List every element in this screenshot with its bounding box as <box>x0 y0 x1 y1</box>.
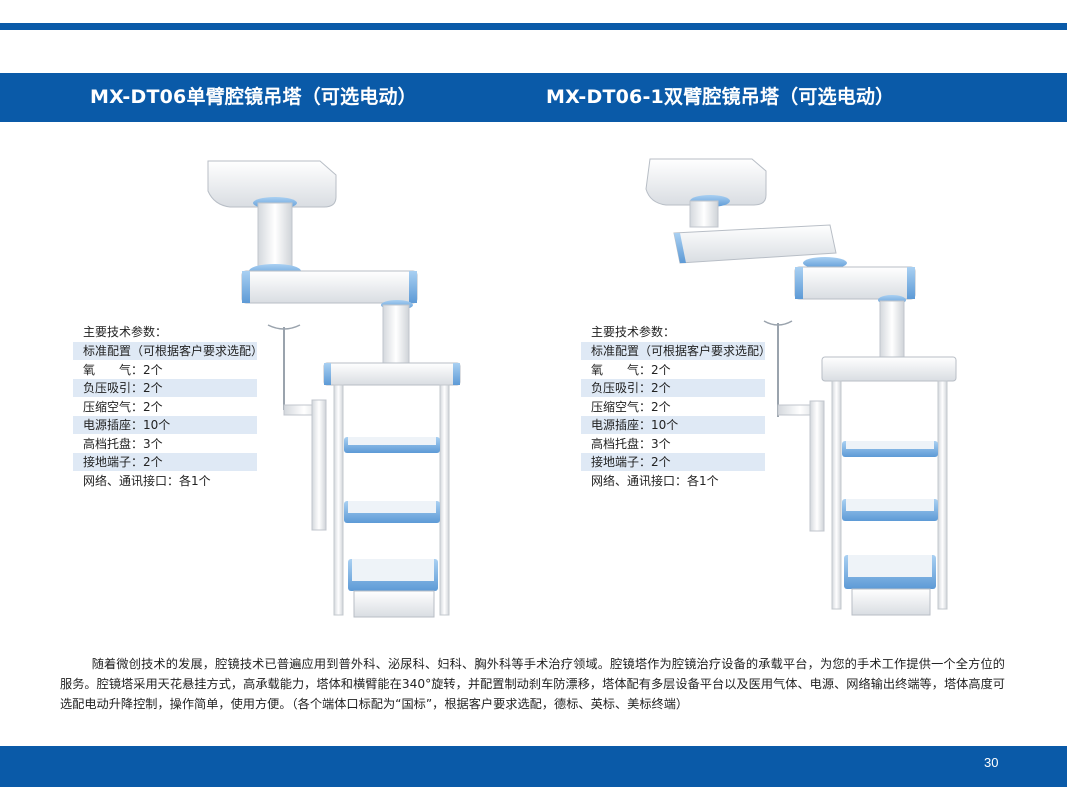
single-arm-pendant-illustration <box>207 160 461 618</box>
spec-row: 氧 气：2个 <box>591 362 671 377</box>
spec-row: 网络、通讯接口：各1个 <box>83 473 211 488</box>
single-arm-pendant-image <box>200 155 470 625</box>
product-title-single-arm: MX-DT06单臂腔镜吊塔（可选电动） <box>90 86 417 108</box>
top-stripe <box>0 23 1067 30</box>
spec-table-double-arm: 主要技术参数： 标准配置（可根据客户要求选配） 氧 气：2个 负压吸引：2个 压… <box>581 323 771 490</box>
spec-row: 电源插座：10个 <box>73 416 257 434</box>
description-paragraph: 随着微创技术的发展，腔镜技术已普遍应用到普外科、泌尿科、妇科、胸外科等手术治疗领… <box>60 657 1005 711</box>
double-arm-pendant-image <box>640 155 960 625</box>
page-number: 30 <box>984 755 999 770</box>
spec-row: 接地端子：2个 <box>73 453 257 471</box>
spec-row: 压缩空气：2个 <box>591 399 671 414</box>
spec-table-single-arm: 主要技术参数： 标准配置（可根据客户要求选配） 氧 气：2个 负压吸引：2个 压… <box>73 323 263 490</box>
spec-row: 网络、通讯接口：各1个 <box>591 473 719 488</box>
spec-row: 负压吸引：2个 <box>581 379 765 397</box>
spec-heading: 主要技术参数： <box>83 325 168 339</box>
double-arm-pendant-illustration <box>645 158 957 616</box>
spec-row: 高档托盘：3个 <box>591 436 671 451</box>
spec-row: 负压吸引：2个 <box>73 379 257 397</box>
spec-row: 接地端子：2个 <box>581 453 765 471</box>
product-description: 随着微创技术的发展，腔镜技术已普遍应用到普外科、泌尿科、妇科、胸外科等手术治疗领… <box>60 654 1005 714</box>
footer-band <box>0 746 1067 787</box>
spec-row: 氧 气：2个 <box>83 362 163 377</box>
spec-row: 高档托盘：3个 <box>83 436 163 451</box>
spec-row: 标准配置（可根据客户要求选配） <box>581 342 771 360</box>
title-band: MX-DT06单臂腔镜吊塔（可选电动） MX-DT06-1双臂腔镜吊塔（可选电动… <box>0 73 1067 122</box>
spec-row: 电源插座：10个 <box>581 416 765 434</box>
spec-row: 标准配置（可根据客户要求选配） <box>73 342 263 360</box>
spec-heading: 主要技术参数： <box>591 325 676 339</box>
spec-row: 压缩空气：2个 <box>83 399 163 414</box>
product-title-double-arm: MX-DT06-1双臂腔镜吊塔（可选电动） <box>546 86 895 108</box>
